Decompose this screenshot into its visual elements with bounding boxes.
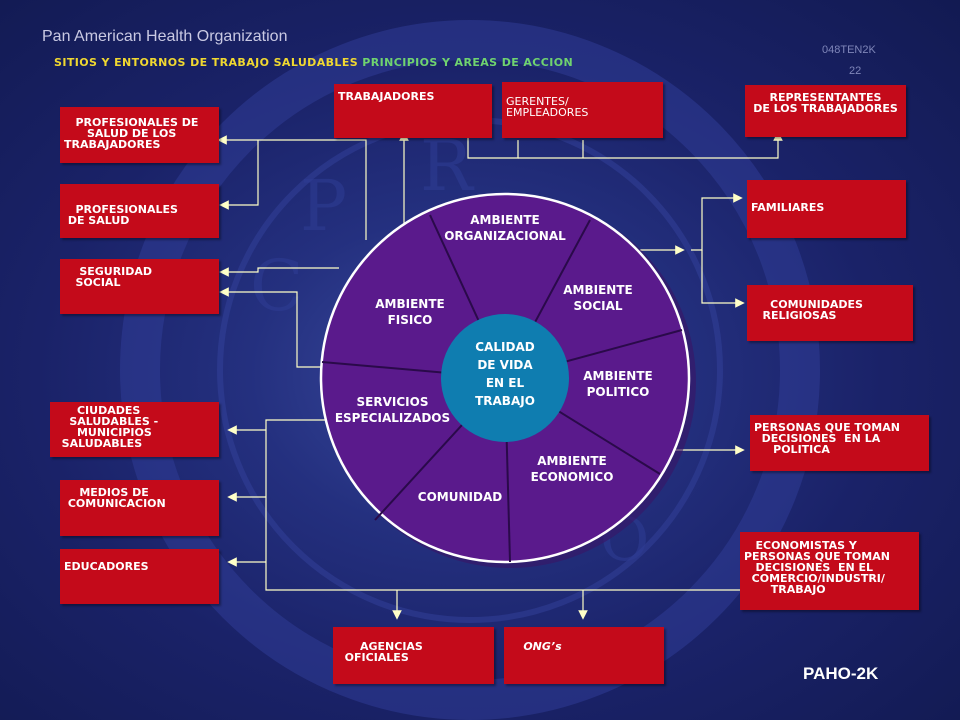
svg-text:C: C <box>250 245 304 327</box>
box-ongs: ONG’s <box>504 627 664 684</box>
wheel <box>319 192 696 568</box>
box-trabajadores: TRABAJADORES <box>334 84 492 138</box>
box-medios-comunicacion: MEDIOS DE COMUNICACION <box>60 480 219 536</box>
slide-code: 048TEN2K <box>822 44 876 56</box>
connector-familiares <box>691 193 743 251</box>
box-comunidades-religiosas: COMUNIDADES RELIGIOSAS <box>747 285 913 341</box>
org-title: Pan American Health Organization <box>42 28 288 45</box>
svg-text:P: P <box>300 165 347 247</box>
connector-fisico-seg <box>219 287 335 368</box>
connector-seguridad <box>219 267 339 277</box>
subtitle-topic: SITIOS Y ENTORNOS DE TRABAJO SALUDABLES <box>54 56 359 69</box>
box-ciudades-saludables: CIUDADES SALUDABLES - MUNICIPIOS SALUDAB… <box>50 402 219 457</box>
box-gerentes: GERENTES/ EMPLEADORES <box>502 82 663 138</box>
connector-prof-salud <box>219 140 259 210</box>
core-circle <box>441 314 569 442</box>
core-label: CALIDAD DE VIDA EN EL TRABAJO <box>475 340 535 408</box>
subtitle-areas: PRINCIPIOS Y AREAS DE ACCION <box>362 56 574 69</box>
box-seguridad-social: SEGURIDAD SOCIAL <box>60 259 219 314</box>
connector-left-trunk <box>265 419 750 595</box>
connector-religiosas <box>701 250 745 308</box>
segment-social: AMBIENTE SOCIAL <box>563 283 633 313</box>
box-prof-salud: PROFESIONALES DE SALUD <box>60 184 219 238</box>
connector-gerentes-representantes <box>463 122 519 159</box>
box-decisiones-politica: PERSONAS QUE TOMAN DECISIONES EN LA POLI… <box>750 415 929 471</box>
box-economistas: ECONOMISTAS Y PERSONAS QUE TOMAN DECISIO… <box>740 532 919 610</box>
segment-comunidad: COMUNIDAD <box>417 490 503 504</box>
segment-economico: AMBIENTE ECONOMICO <box>530 454 614 484</box>
segment-fisico: AMBIENTE FISICO <box>375 297 445 327</box>
subtitle: SITIOS Y ENTORNOS DE TRABAJO SALUDABLES … <box>54 56 573 69</box>
box-agencias-oficiales: AGENCIAS OFICIALES <box>333 627 494 684</box>
footer-mark: PAHO-2K <box>803 664 879 683</box>
segment-servicios: SERVICIOS ESPECIALIZADOS <box>334 395 451 425</box>
box-familiares: FAMILIARES <box>747 180 906 238</box>
box-representantes: REPRESENTANTES DE LOS TRABAJADORES <box>745 85 906 137</box>
segment-organizacional: AMBIENTE ORGANIZACIONAL <box>444 213 566 243</box>
box-educadores: EDUCADORES <box>60 549 219 604</box>
segment-politico: AMBIENTE POLITICO <box>583 369 653 399</box>
connector-prof-salud-trab <box>258 139 367 240</box>
connector-repr-right <box>518 131 783 159</box>
box-prof-salud-trabajadores: PROFESIONALES DE SALUD DE LOS TRABAJADOR… <box>60 107 219 163</box>
svg-text:R: R <box>420 125 475 207</box>
slide-number: 22 <box>849 65 862 77</box>
